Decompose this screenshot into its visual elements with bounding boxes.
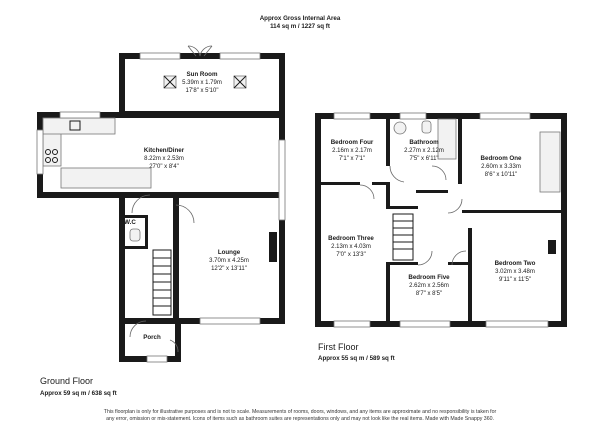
bathroom-imperial: 7'5" x 6'11"	[409, 156, 438, 162]
bedroom-four-metric: 2.16m x 2.17m	[332, 148, 372, 154]
fireplace	[269, 232, 277, 262]
bedroom-five-metric: 2.62m x 2.56m	[409, 283, 449, 289]
bedroom-two-metric: 3.02m x 3.48m	[495, 269, 535, 275]
bathroom-metric: 2.27m x 2.12m	[404, 148, 444, 154]
first-floor-plan: Bedroom Four 2.16m x 2.17m 7'1" x 7'1" B…	[315, 112, 567, 328]
disclaimer-text: This floorplan is only for illustrative …	[103, 409, 497, 422]
sun-room-imperial: 17'8" x 5'10"	[186, 88, 219, 94]
bedroom-five-name: Bedroom Five	[408, 274, 450, 281]
wardrobe	[539, 131, 561, 193]
kitchen-imperial: 27'0" x 8'4"	[149, 164, 179, 170]
bedroom-one-imperial: 8'6" x 10'11"	[485, 172, 517, 178]
bedroom-five-imperial: 8'7" x 8'5"	[416, 291, 442, 297]
bedroom-four-name: Bedroom Four	[331, 139, 374, 146]
kitchen-metric: 8.22m x 2.53m	[144, 156, 184, 162]
chimney-breast	[548, 240, 556, 254]
bedroom-three-name: Bedroom Three	[328, 235, 374, 242]
kitchen-island	[60, 167, 152, 189]
toilet-icon	[421, 120, 432, 134]
wc-name: W.C	[124, 219, 136, 226]
toilet-icon	[129, 228, 141, 242]
first-floor-area: Approx 55 sq m / 589 sq ft	[318, 355, 395, 362]
sun-room-metric: 5.39m x 1.79m	[182, 80, 222, 86]
basin-icon	[393, 121, 407, 135]
bathroom-name: Bathroom	[409, 139, 439, 146]
bath-icon	[437, 118, 457, 160]
porch-name: Porch	[143, 334, 161, 341]
kitchen-worktop-top	[42, 117, 116, 135]
lounge-metric: 3.70m x 4.25m	[209, 258, 249, 264]
lounge-name: Lounge	[218, 249, 241, 256]
bedroom-three-imperial: 7'0" x 13'3"	[336, 252, 366, 258]
bedroom-two-name: Bedroom Two	[495, 260, 536, 267]
bedroom-three-metric: 2.13m x 4.03m	[331, 244, 371, 250]
bedroom-one-metric: 2.60m x 3.33m	[481, 164, 521, 170]
lounge-imperial: 12'2" x 13'11"	[211, 266, 247, 272]
first-floor-stairs	[392, 213, 414, 261]
bedroom-two-imperial: 9'11" x 11'5"	[499, 277, 531, 283]
first-floor-label: First Floor	[318, 342, 359, 352]
ground-floor-plan: Sun Room 5.39m x 1.79m 17'8" x 5'10" Kit…	[36, 45, 286, 363]
kitchen-name: Kitchen/Diner	[144, 147, 185, 154]
sun-room-name: Sun Room	[187, 71, 218, 78]
bedroom-four-imperial: 7'1" x 7'1"	[339, 156, 365, 162]
gross-area-value: 114 sq m / 1227 sq ft	[270, 23, 330, 30]
ground-floor-area: Approx 59 sq m / 638 sq ft	[40, 390, 117, 397]
bedroom-one-name: Bedroom One	[481, 155, 522, 162]
ground-floor-label: Ground Floor	[40, 376, 93, 386]
ground-stairs	[152, 249, 172, 316]
gross-area-title: Approx Gross Internal Area	[260, 15, 341, 22]
